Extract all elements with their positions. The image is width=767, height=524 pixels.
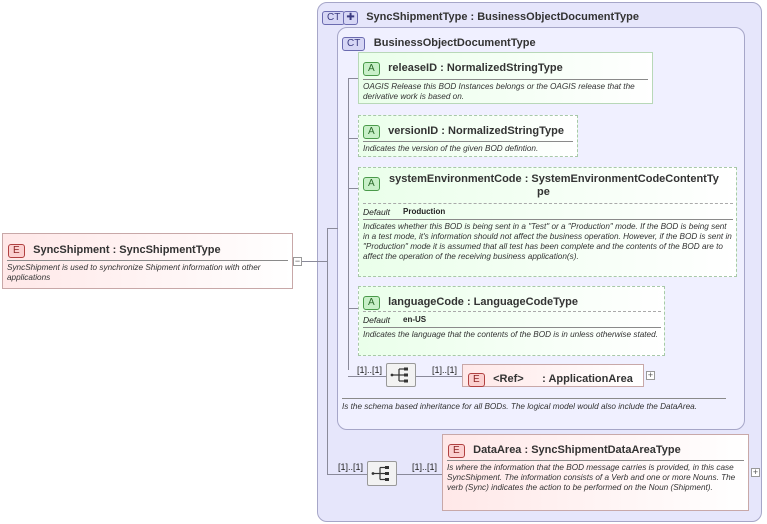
attribute-default-label: Default (363, 207, 390, 217)
data-area-card-right: [1]..[1] (412, 462, 438, 472)
attribute-doc: Indicates the version of the given BOD d… (363, 144, 539, 153)
element-doc: Is where the information that the BOD me… (447, 463, 736, 492)
attribute-title: releaseID : NormalizedStringType (388, 62, 563, 74)
attribute-title: versionID : NormalizedStringType (388, 125, 564, 137)
sequence-compositor[interactable] (367, 461, 397, 486)
attribute-doc: Indicates the language that the contents… (363, 330, 658, 339)
sequence-compositor-icon (390, 367, 408, 383)
attribute-doc: Indicates whether this BOD is being sent… (363, 222, 732, 261)
complex-type-badge: CT (322, 11, 346, 25)
attribute-default-label: Default (363, 315, 390, 325)
attribute-release-id[interactable]: A releaseID : NormalizedStringType OAGIS… (358, 52, 653, 104)
attribute-system-environment-code[interactable]: A systemEnvironmentCode : SystemEnvironm… (358, 167, 737, 277)
data-area-card-left: [1]..[1] (338, 462, 364, 472)
attribute-connector-tick (348, 188, 360, 189)
attribute-doc: OAGIS Release this BOD Instances belongs… (363, 82, 635, 101)
attribute-title-line2: pe (537, 186, 550, 198)
base-type-header: CT BusinessObjectDocumentType (342, 33, 536, 51)
element-badge: E (8, 244, 25, 258)
attribute-badge: A (363, 296, 380, 310)
application-area-card-left: [1]..[1] (357, 365, 383, 375)
attribute-badge: A (363, 125, 380, 139)
base-type-title: BusinessObjectDocumentType (373, 37, 536, 49)
plus-expand-icon[interactable]: + (751, 467, 760, 477)
element-badge: E (468, 373, 485, 387)
attribute-badge: A (363, 62, 380, 76)
element-data-area[interactable]: E DataArea : SyncShipmentDataAreaType Is… (442, 434, 749, 511)
complex-type-header: CT✚ SyncShipmentType : BusinessObjectDoc… (322, 7, 639, 25)
attribute-connector-tick (348, 78, 360, 79)
attribute-default-value: en-US (403, 315, 427, 324)
complex-type-extension-icon: ✚ (343, 11, 358, 25)
element-badge: E (448, 444, 465, 458)
element-title: SyncShipment : SyncShipmentType (33, 244, 221, 256)
attribute-connector (348, 78, 349, 370)
element-ref-name: : ApplicationArea (542, 373, 633, 385)
element-title: DataArea : SyncShipmentDataAreaType (473, 444, 681, 456)
attribute-connector-tick (348, 138, 360, 139)
complex-type-title: SyncShipmentType : BusinessObjectDocumen… (366, 11, 640, 23)
attribute-version-id[interactable]: A versionID : NormalizedStringType Indic… (358, 115, 578, 157)
base-type-doc: Is the schema based inheritance for all … (342, 402, 697, 411)
minus-collapse-icon[interactable]: − (293, 256, 302, 266)
element-doc: SyncShipment is used to synchronize Ship… (7, 263, 261, 282)
sequence-compositor-icon (371, 466, 389, 481)
attribute-connector-tick (348, 308, 360, 309)
attribute-badge: A (363, 177, 380, 191)
attribute-title: languageCode : LanguageCodeType (388, 296, 578, 308)
element-sync-shipment[interactable]: E SyncShipment : SyncShipmentType SyncSh… (2, 233, 293, 289)
plus-expand-icon[interactable]: + (646, 370, 655, 380)
attribute-language-code[interactable]: A languageCode : LanguageCodeType Defaul… (358, 286, 665, 356)
application-area-card-right: [1]..[1] (432, 365, 458, 375)
element-ref-label: <Ref> (493, 373, 524, 385)
element-application-area[interactable]: E <Ref> : ApplicationArea (462, 364, 644, 387)
attribute-title-line1: systemEnvironmentCode : SystemEnvironmen… (389, 173, 719, 185)
attribute-default-value: Production (403, 207, 446, 216)
sequence-compositor[interactable] (386, 363, 416, 387)
base-type-badge: CT (342, 37, 366, 51)
